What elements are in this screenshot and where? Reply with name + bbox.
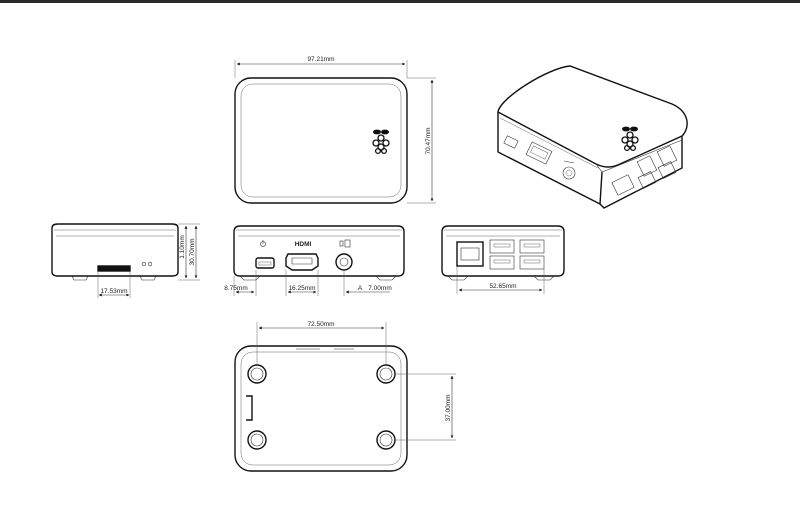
port-dimensions: 8.75mm 16.25mm A 7.00mm xyxy=(224,270,392,296)
front-view-ports: HDMI xyxy=(233,225,405,281)
sd-slot-dimension: 17.53mm xyxy=(97,272,131,298)
width-label: 97.21mm xyxy=(307,56,334,63)
raspberry-logo-icon xyxy=(372,128,390,155)
foot-spacing-y-dimension: 37.00mm xyxy=(395,373,456,441)
top-bar xyxy=(0,0,800,3)
audio-offset-label: 7.00mm xyxy=(368,285,391,292)
raspberry-logo-icon xyxy=(621,125,639,152)
hdmi-width-label: 16.25mm xyxy=(288,285,315,292)
height-label: 30.70mm xyxy=(189,238,196,265)
top-width-dimension: 97.21mm xyxy=(234,56,408,78)
audio-mark-label: A xyxy=(358,285,363,292)
hdmi-label: HDMI xyxy=(295,241,312,248)
ethernet-usb-label: 52.65mm xyxy=(489,283,516,290)
top-depth-dimension: 70.47mm xyxy=(407,77,436,204)
usb-offset-label: 8.75mm xyxy=(224,285,247,292)
offset-label: 1.10mm xyxy=(179,235,186,258)
sd-height-dimensions: 30.70mm 1.10mm xyxy=(178,223,200,281)
top-view xyxy=(234,77,408,204)
audio-icon xyxy=(339,239,351,248)
foot-spacing-x-label: 72.50mm xyxy=(307,321,334,328)
sd-slot-label: 17.53mm xyxy=(100,288,127,295)
isometric-view xyxy=(497,65,688,209)
foot-spacing-x-dimension: 72.50mm xyxy=(256,321,387,365)
end-view-usb-ethernet xyxy=(441,225,565,281)
power-icon xyxy=(260,240,266,247)
ethernet-usb-dimension: 52.65mm xyxy=(456,266,545,294)
bottom-view xyxy=(234,345,408,472)
depth-label: 70.47mm xyxy=(425,127,432,154)
side-view-sd xyxy=(51,223,179,281)
foot-spacing-y-label: 37.00mm xyxy=(445,394,452,421)
